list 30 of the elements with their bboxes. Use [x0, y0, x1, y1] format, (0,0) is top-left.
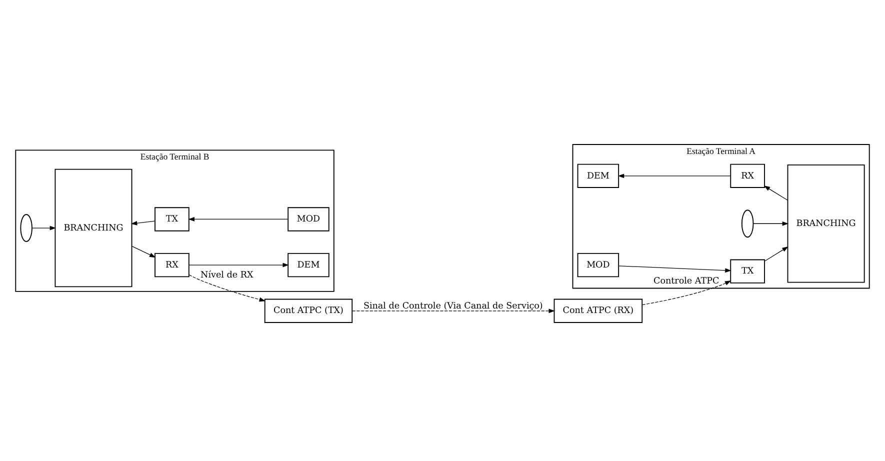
- node-box: TX: [730, 258, 765, 283]
- arrow: [188, 274, 266, 302]
- arrow: [188, 262, 290, 267]
- arrow: [618, 265, 732, 272]
- node-box: RX: [730, 163, 765, 188]
- edge-label: Nível de RX: [200, 270, 254, 280]
- arrow: [32, 225, 56, 230]
- arrow: [764, 185, 788, 200]
- arrow: [132, 245, 156, 258]
- node-box: DEM: [288, 252, 330, 277]
- node-box: RX: [154, 252, 190, 277]
- node-box: TX: [154, 206, 190, 231]
- arrow: [752, 220, 789, 226]
- node-box: Cont ATPC (RX): [554, 298, 643, 322]
- arrow: [130, 220, 156, 225]
- arrow: [764, 246, 788, 262]
- node-antenna: [741, 209, 754, 238]
- node-box: BRANCHING: [54, 168, 132, 287]
- node-box: MOD: [577, 252, 620, 277]
- arrow: [352, 308, 556, 313]
- edge-label: Sinal de Controle (Via Canal de Serviço): [363, 300, 543, 311]
- node-box: MOD: [288, 206, 330, 231]
- node-box: BRANCHING: [787, 164, 865, 282]
- node-box: DEM: [577, 163, 620, 188]
- arrow: [642, 280, 732, 305]
- arrow: [618, 173, 731, 178]
- arrow: [188, 216, 288, 221]
- edge-label: Controle ATPC: [654, 276, 720, 286]
- node-box: Cont ATPC (TX): [264, 298, 353, 322]
- node-antenna: [20, 214, 32, 242]
